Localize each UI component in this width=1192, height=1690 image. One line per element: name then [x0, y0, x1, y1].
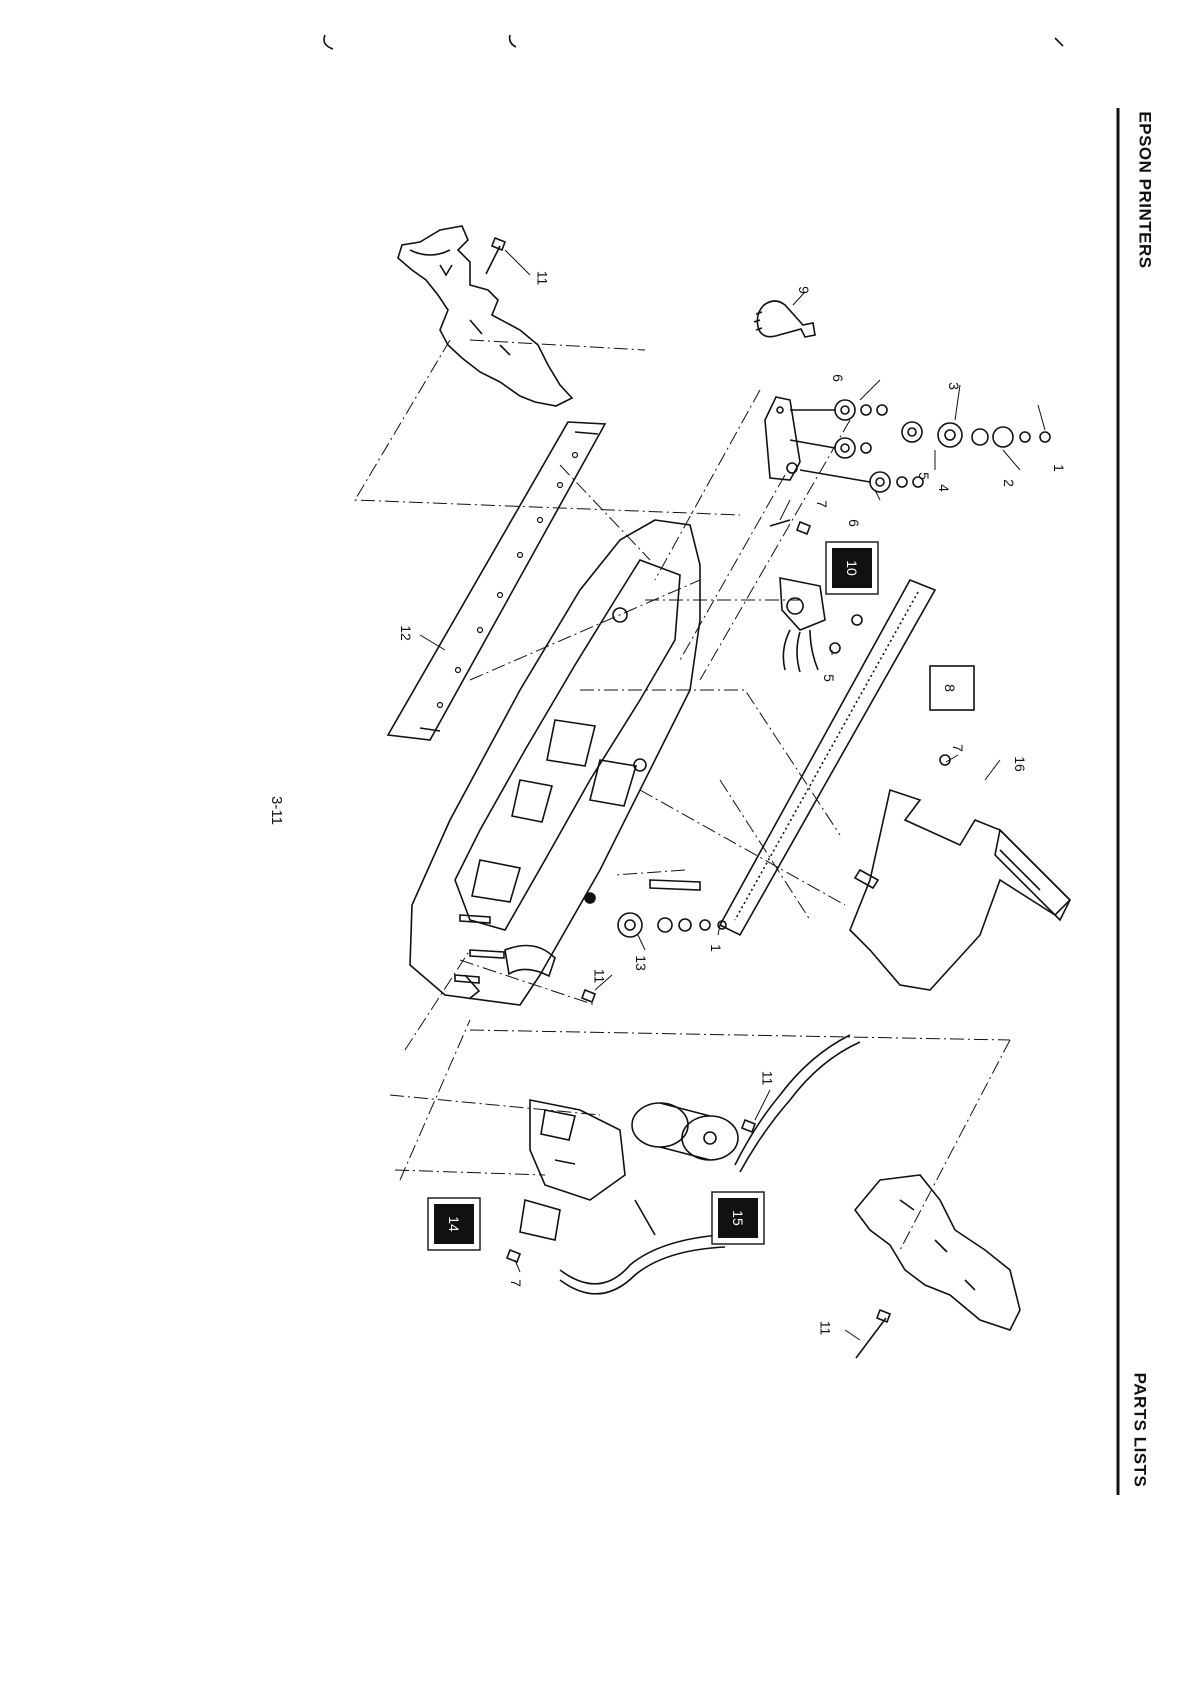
sensor-wires: [783, 630, 818, 672]
timing-belt-8: [720, 580, 935, 935]
bracket-screw: [635, 1200, 655, 1235]
callout-11: 11: [759, 1071, 775, 1086]
pulley-13-assembly: [618, 880, 726, 937]
scan-speck: [510, 35, 516, 47]
chassis-cutouts: [472, 720, 636, 902]
header-right-title: PARTS LISTS: [1129, 1373, 1149, 1488]
callout-16: 16: [1012, 756, 1028, 772]
boxed-callout-14: 14: [446, 1216, 462, 1232]
callout-5: 5: [821, 674, 837, 682]
callout-4: 4: [936, 484, 952, 492]
screw-11-top: [486, 238, 505, 274]
board-connector: [855, 870, 878, 888]
frame-rail-holes: [438, 453, 578, 708]
screw-11-motor: [742, 1120, 755, 1132]
screw-11-bottom: [856, 1310, 890, 1358]
callout-11: 11: [591, 969, 607, 984]
side-plate-top-detail: [410, 250, 510, 355]
bracket-plate: [520, 1200, 560, 1240]
sensor-screw: [852, 615, 862, 625]
callout-leaders: [420, 250, 1045, 1340]
callout-6: 6: [830, 374, 846, 382]
side-plate-top: [398, 226, 572, 406]
callout-7: 7: [814, 500, 830, 508]
callout-5: 5: [916, 472, 932, 480]
motor-bracket-detail: [541, 1110, 575, 1164]
callout-11: 11: [817, 1321, 833, 1336]
bracket-wires: [560, 1235, 725, 1294]
callout-11: 11: [534, 271, 550, 286]
boxed-callout-10: 10: [844, 560, 860, 576]
gear-9: [757, 301, 815, 337]
callout-1: 1: [708, 944, 724, 952]
chassis-pin: [585, 893, 595, 903]
belt-teeth: [735, 592, 918, 920]
callout-7: 7: [508, 1279, 524, 1287]
page-number: 3-11: [268, 796, 285, 825]
callout-7: 7: [950, 744, 966, 752]
screw-11-pulley: [582, 990, 595, 1002]
screw-7-bottom: [507, 1250, 520, 1262]
callout-12: 12: [398, 625, 414, 641]
sensor-assembly-10: [780, 578, 825, 630]
screw-7-right: [770, 520, 810, 534]
boxed-callout-8: 8: [942, 684, 958, 692]
circuit-board-16: [850, 790, 1070, 990]
motor-wires: [735, 1035, 860, 1172]
chassis-shafts: [455, 915, 504, 983]
frame-rail-12: [388, 422, 605, 740]
chassis-bracket-left: [465, 946, 555, 1000]
scan-speck: [324, 35, 333, 49]
callout-13: 13: [633, 955, 649, 971]
boxed-callout-frames: [428, 542, 974, 1250]
callout-9: 9: [796, 286, 812, 294]
callout-2: 2: [1001, 479, 1017, 487]
scan-speck: [1055, 38, 1063, 46]
main-chassis: [410, 520, 700, 1005]
ribbon-cable: [995, 830, 1070, 920]
chassis-hole: [634, 759, 646, 771]
main-chassis-inner: [455, 560, 680, 930]
side-plate-bottom: [855, 1175, 1020, 1330]
callout-3: 3: [946, 382, 962, 390]
header-left-title: EPSON PRINTERS: [1135, 111, 1155, 268]
assembly-guide-lines: [355, 340, 1010, 1250]
motor-15: [632, 1103, 738, 1160]
callout-1: 1: [1051, 464, 1067, 472]
boxed-callout-15: 15: [730, 1210, 746, 1226]
callout-6: 6: [846, 519, 862, 527]
side-plate-bottom-detail: [900, 1200, 975, 1290]
